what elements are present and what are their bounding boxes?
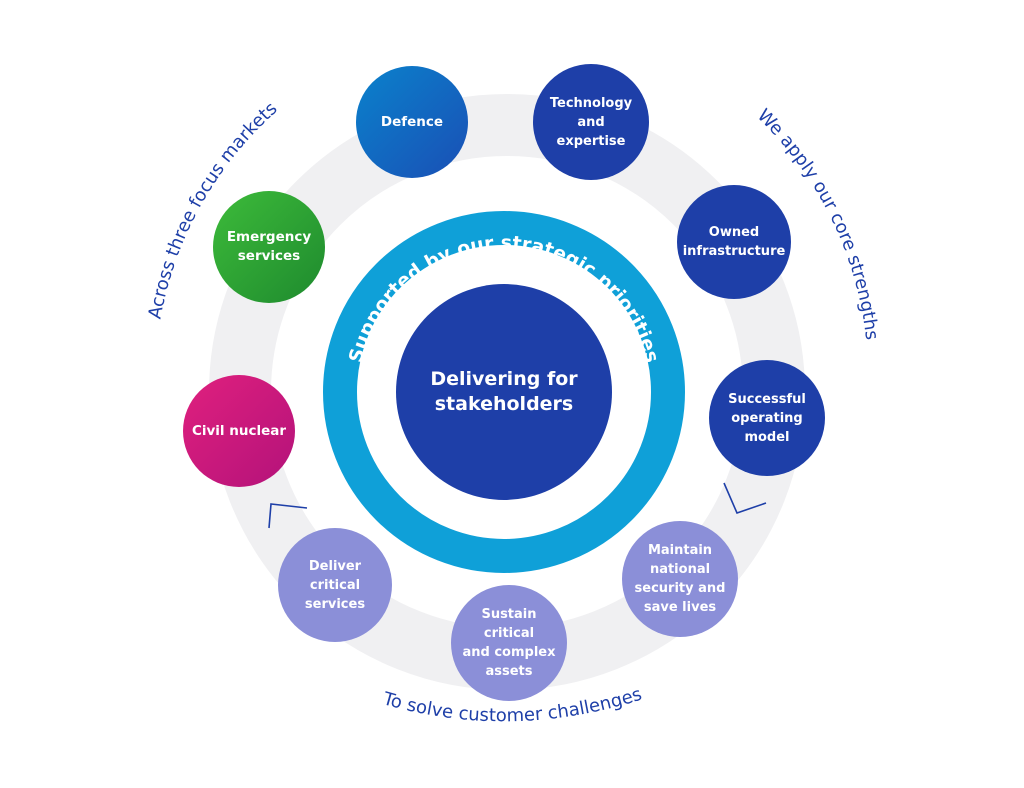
strength-node-technology-and-expertise: Technology and expertise <box>533 64 649 180</box>
market-node-defence: Defence <box>356 66 468 178</box>
bracket-right-icon <box>723 482 767 514</box>
challenge-node-maintain-national-security-and-save-lives: Maintain national security and save live… <box>622 521 738 637</box>
market-node-civil-nuclear: Civil nuclear <box>183 375 295 487</box>
strength-node-successful-operating-model: Successful operating model <box>709 360 825 476</box>
center-node: Delivering for stakeholders <box>396 284 612 500</box>
inner-ring <box>323 211 685 573</box>
bracket-left-icon <box>268 503 308 529</box>
strength-node-owned-infrastructure: Owned infrastructure <box>677 185 791 299</box>
market-node-emergency-services: Emergency services <box>213 191 325 303</box>
challenge-node-sustain-critical-and-complex-assets: Sustain critical and complex assets <box>451 585 567 701</box>
challenge-node-deliver-critical-services: Deliver critical services <box>278 528 392 642</box>
